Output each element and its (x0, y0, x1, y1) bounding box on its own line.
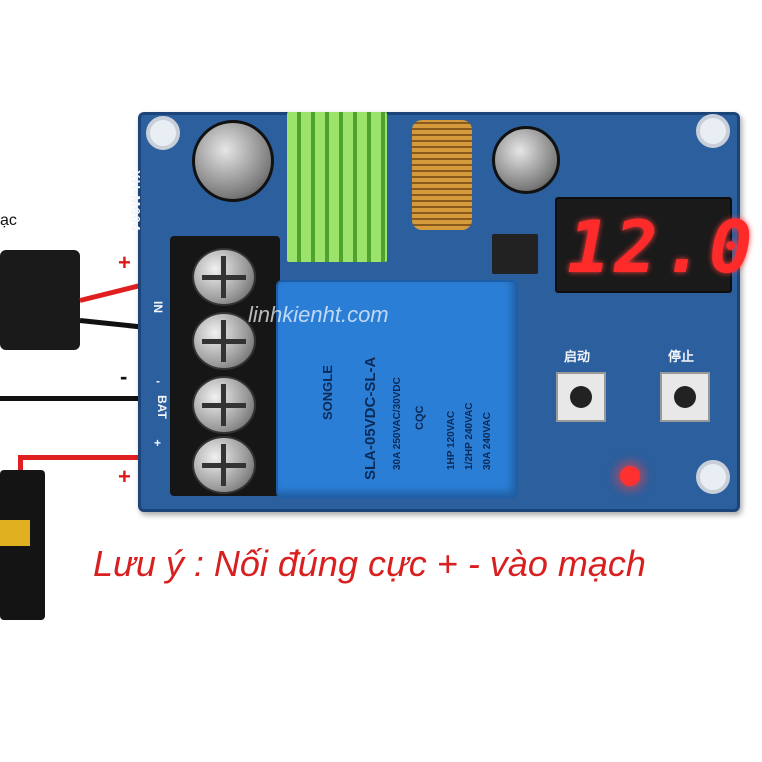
relay-rating-3: 1/2HP 240VAC (464, 402, 475, 470)
relay-rating-2: 1HP 120VAC (446, 410, 457, 470)
capacitor-right (492, 126, 560, 194)
screw-terminal-4 (192, 436, 256, 494)
plus-sign-bat: + (118, 464, 131, 489)
red-wire-bat-h (18, 455, 180, 460)
heatsink (287, 112, 387, 262)
terminal-label-bat: BAT (154, 395, 169, 419)
mount-hole-bottom-right (696, 460, 730, 494)
start-button (556, 372, 606, 422)
stop-button (660, 372, 710, 422)
ic-chip (492, 234, 538, 274)
screw-terminal-1 (192, 248, 256, 306)
relay-model: SLA-05VDC-SL-A (362, 356, 379, 480)
battery-label-sticker (0, 520, 30, 546)
toroid-inductor (412, 120, 472, 230)
screw-terminal-3 (192, 376, 256, 434)
power-adapter (0, 250, 80, 350)
watermark: linhkienht.com (248, 302, 389, 327)
board-model-label: XH-M604 (128, 170, 143, 232)
black-wire-bat (0, 396, 180, 401)
polarity-note: Lưu ý : Nối đúng cực + - vào mạch (93, 543, 646, 584)
screw-terminal-2 (192, 312, 256, 370)
mount-hole-top-left (146, 116, 180, 150)
stop-button-label: 停止 (668, 349, 695, 364)
terminal-label-in: IN (151, 301, 165, 313)
voltage-display: 12.0 (555, 197, 752, 293)
start-button-label: 启动 (564, 349, 591, 364)
relay-brand: SONGLE (320, 365, 335, 420)
display-value: 12.0 (567, 205, 757, 289)
mount-hole-top-right (696, 114, 730, 148)
relay-cert: CQC (414, 405, 426, 430)
relay (276, 280, 518, 498)
relay-rating-1: 30A 250VAC/30VDC (392, 377, 403, 470)
status-led (620, 466, 640, 486)
plus-sign-in: + (118, 250, 131, 275)
minus-sign-in: - (120, 364, 128, 389)
terminal-block (170, 236, 280, 496)
adapter-label: ạc (0, 212, 17, 229)
bat-plus-silk: + (154, 436, 162, 450)
red-wire-bat-v (18, 455, 23, 480)
relay-rating-4: 30A 240VAC (482, 412, 493, 470)
capacitor-left (192, 120, 274, 202)
in-minus-silk: - (156, 374, 160, 388)
